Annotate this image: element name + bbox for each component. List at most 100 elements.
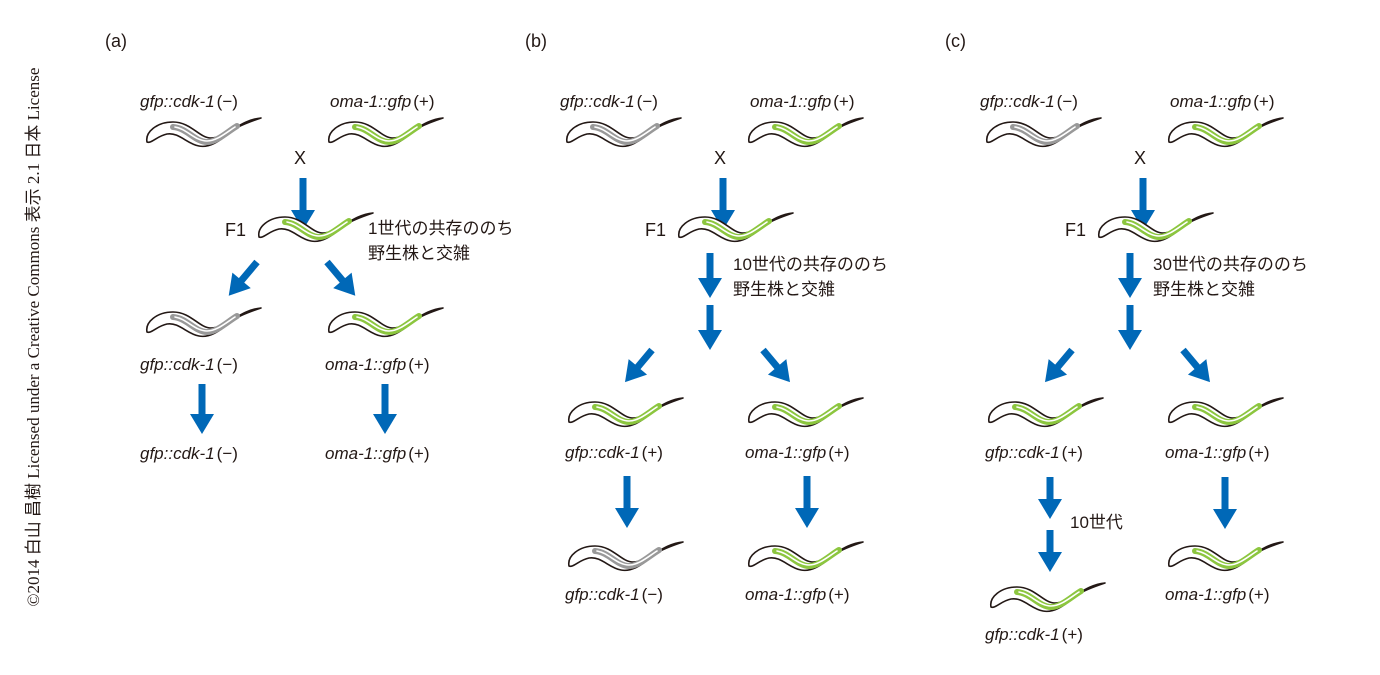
gene-name: oma-1::gfp — [745, 585, 827, 604]
worm-positive-icon — [1165, 536, 1285, 576]
arrow-down-left-icon — [610, 340, 663, 395]
parent-genotype-oma1: oma-1::gfp(+) — [750, 92, 855, 112]
worm-positive-icon — [255, 207, 375, 247]
gene-name: gfp::cdk-1 — [140, 92, 215, 111]
final-genotype-cdk1: gfp::cdk-1(−) — [565, 585, 663, 605]
offspring-genotype-oma1: oma-1::gfp(+) — [745, 443, 850, 463]
fluorescence-sign: (+) — [1253, 92, 1275, 111]
offspring-genotype-cdk1: gfp::cdk-1(+) — [565, 443, 663, 463]
offspring-genotype-oma1: oma-1::gfp(+) — [1165, 443, 1270, 463]
worm-positive-icon — [745, 536, 865, 576]
arrow-down-icon — [187, 384, 217, 439]
arrow-down-icon — [288, 178, 318, 235]
worm-positive-icon — [1095, 207, 1215, 247]
f1-label: F1 — [225, 220, 247, 240]
gene-name: oma-1::gfp — [325, 444, 407, 463]
offspring-genotype-cdk1: gfp::cdk-1(−) — [140, 355, 238, 375]
arrow-down-right-icon — [752, 340, 805, 395]
arrow-down-right-icon — [316, 252, 370, 309]
offspring-genotype-cdk1: gfp::cdk-1(+) — [985, 443, 1083, 463]
cross-note-line1: 1世代の共存ののち — [368, 219, 514, 238]
worm-positive-icon — [1165, 392, 1285, 432]
gene-name: gfp::cdk-1 — [985, 625, 1060, 644]
arrow-down-left-icon — [214, 252, 268, 309]
fluorescence-sign: (+) — [413, 92, 435, 111]
gene-name: oma-1::gfp — [1165, 443, 1247, 462]
cross-note-line2: 野生株と交雑 — [1153, 280, 1255, 299]
worm-negative-icon — [563, 112, 683, 152]
final-genotype-oma1: oma-1::gfp(+) — [745, 585, 850, 605]
gene-name: gfp::cdk-1 — [565, 443, 640, 462]
final-genotype-oma1: oma-1::gfp(+) — [325, 444, 430, 464]
arrow-down-icon — [612, 476, 642, 533]
worm-negative-icon — [983, 112, 1103, 152]
cross-symbol: X — [1134, 148, 1147, 168]
gene-name: gfp::cdk-1 — [560, 92, 635, 111]
fluorescence-sign: (−) — [216, 92, 238, 111]
worm-positive-icon — [745, 112, 865, 152]
panel-label: (b) — [525, 31, 547, 51]
cross-note-line1: 30世代の共存ののち — [1153, 255, 1308, 274]
arrow-down-icon — [1115, 253, 1145, 303]
fluorescence-sign: (+) — [828, 585, 850, 604]
arrow-down-left-icon — [1030, 340, 1083, 395]
fluorescence-sign: (−) — [641, 585, 663, 604]
panel-label: (c) — [945, 31, 966, 51]
cross-note-line2: 野生株と交雑 — [733, 280, 835, 299]
gene-name: gfp::cdk-1 — [985, 443, 1060, 462]
final-genotype-oma1: oma-1::gfp(+) — [1165, 585, 1270, 605]
arrow-down-icon — [695, 305, 725, 355]
worm-negative-icon — [565, 536, 685, 576]
arrow-down-icon — [1128, 178, 1158, 235]
gene-name: oma-1::gfp — [325, 355, 407, 374]
arrow-down-icon — [695, 253, 725, 303]
arrow-down-icon — [1035, 530, 1065, 577]
fluorescence-sign: (−) — [216, 355, 238, 374]
f1-label: F1 — [645, 220, 667, 240]
gene-name: gfp::cdk-1 — [140, 355, 215, 374]
worm-positive-icon — [675, 207, 795, 247]
gene-name: oma-1::gfp — [330, 92, 412, 111]
gene-name: gfp::cdk-1 — [565, 585, 640, 604]
fluorescence-sign: (+) — [1061, 443, 1083, 462]
arrow-down-icon — [708, 178, 738, 235]
fluorescence-sign: (+) — [641, 443, 663, 462]
final-genotype-cdk1: gfp::cdk-1(+) — [985, 625, 1083, 645]
gene-name: oma-1::gfp — [1170, 92, 1252, 111]
cross-symbol: X — [714, 148, 727, 168]
fluorescence-sign: (+) — [408, 355, 430, 374]
generations-note: 10世代 — [1070, 513, 1123, 532]
fluorescence-sign: (+) — [408, 444, 430, 463]
arrow-down-icon — [370, 384, 400, 439]
cross-note-line2: 野生株と交雑 — [368, 244, 470, 263]
final-genotype-cdk1: gfp::cdk-1(−) — [140, 444, 238, 464]
worm-positive-icon — [325, 112, 445, 152]
gene-name: oma-1::gfp — [745, 443, 827, 462]
arrow-down-icon — [792, 476, 822, 533]
fluorescence-sign: (+) — [1248, 443, 1270, 462]
gene-name: gfp::cdk-1 — [140, 444, 215, 463]
arrow-down-right-icon — [1172, 340, 1225, 395]
arrow-down-icon — [1210, 477, 1240, 534]
parent-genotype-cdk1: gfp::cdk-1(−) — [140, 92, 238, 112]
gene-name: oma-1::gfp — [750, 92, 832, 111]
gene-name: gfp::cdk-1 — [980, 92, 1055, 111]
parent-genotype-oma1: oma-1::gfp(+) — [330, 92, 435, 112]
arrow-down-icon — [1115, 305, 1145, 355]
fluorescence-sign: (+) — [1061, 625, 1083, 644]
worm-positive-icon — [1165, 112, 1285, 152]
gene-name: oma-1::gfp — [1165, 585, 1247, 604]
f1-label: F1 — [1065, 220, 1087, 240]
arrow-down-icon — [1035, 477, 1065, 524]
cross-symbol: X — [294, 148, 307, 168]
fluorescence-sign: (−) — [1056, 92, 1078, 111]
fluorescence-sign: (−) — [636, 92, 658, 111]
worm-negative-icon — [143, 112, 263, 152]
worm-positive-icon — [985, 392, 1105, 432]
worm-negative-icon — [143, 302, 263, 342]
license-credit: ©2014 白山 昌樹 Licensed under a Creative Co… — [24, 67, 43, 607]
panel-label: (a) — [105, 31, 127, 51]
cross-note-line1: 10世代の共存ののち — [733, 255, 888, 274]
worm-positive-icon — [565, 392, 685, 432]
fluorescence-sign: (−) — [216, 444, 238, 463]
